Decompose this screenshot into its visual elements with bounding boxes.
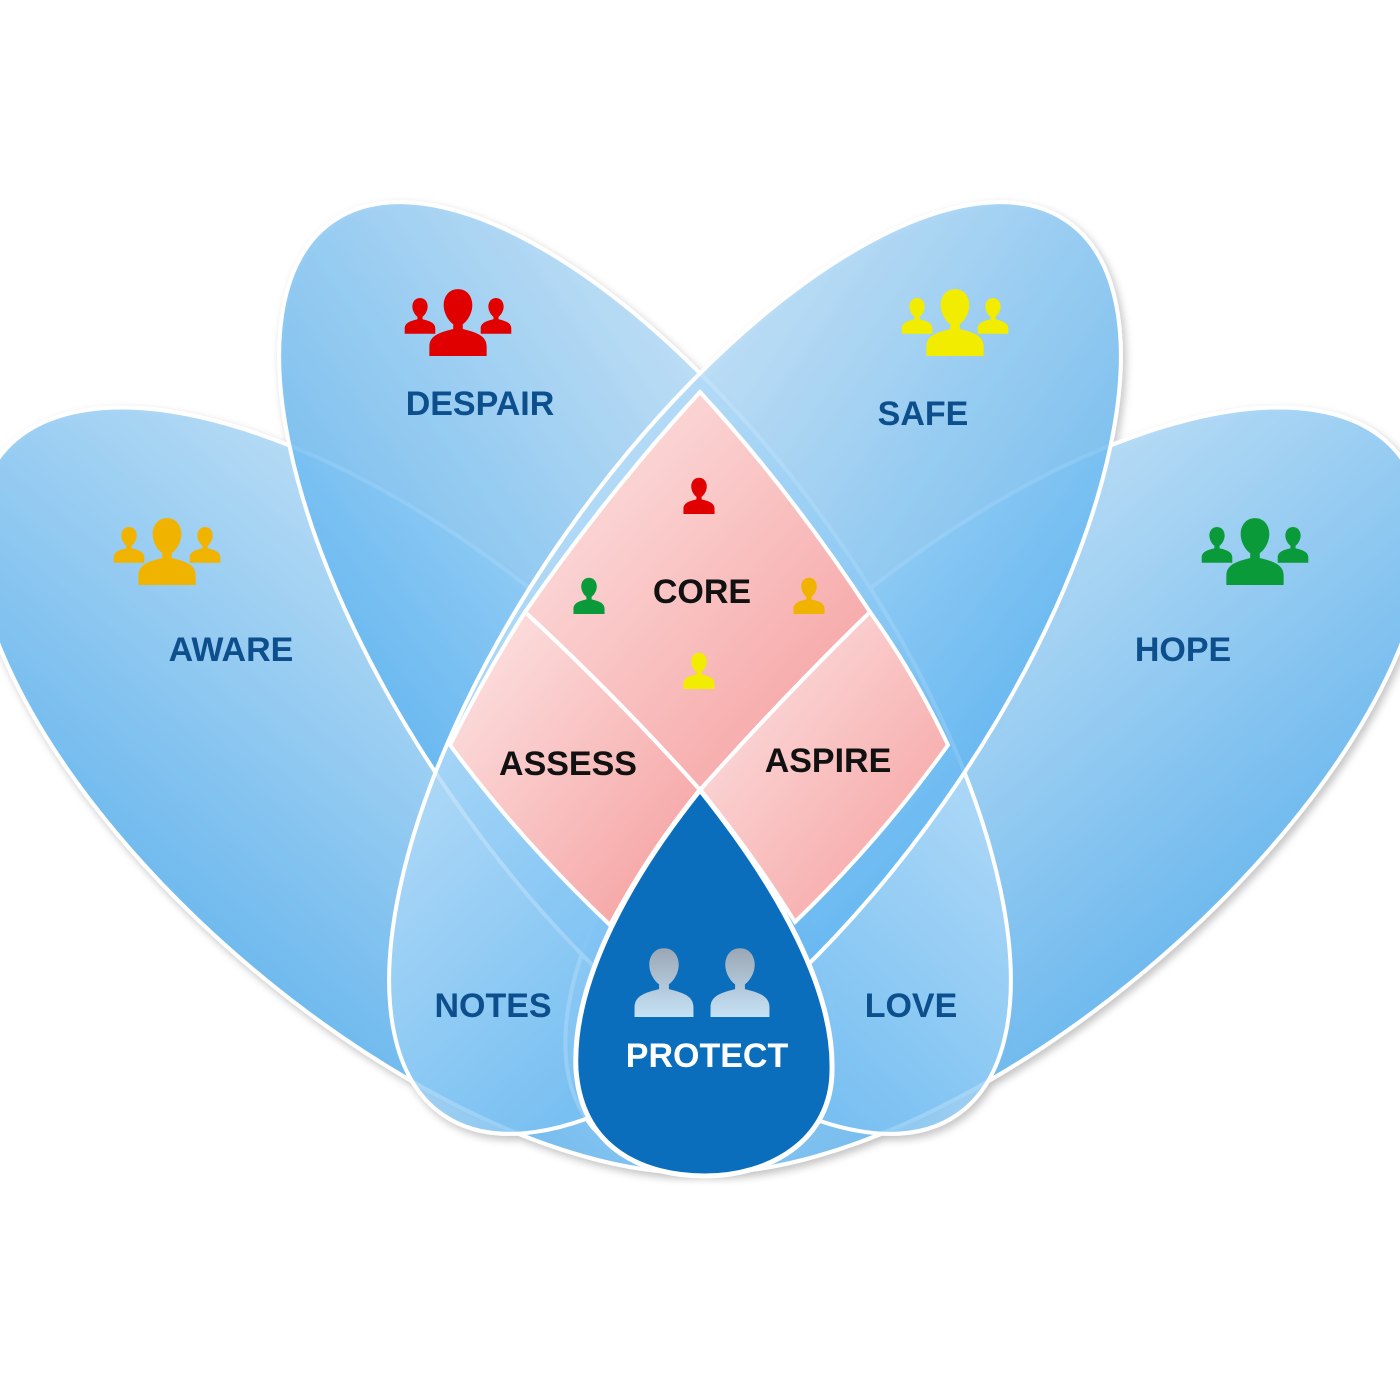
- region-aspire: [697, 608, 951, 926]
- label-core: CORE: [653, 573, 751, 611]
- label-aspire: ASPIRE: [765, 742, 892, 780]
- label-aware: AWARE: [169, 631, 294, 669]
- label-love: LOVE: [865, 987, 958, 1025]
- label-protect: PROTECT: [626, 1037, 789, 1075]
- label-safe: SAFE: [878, 395, 969, 433]
- label-despair: DESPAIR: [406, 385, 555, 423]
- region-protect: [573, 785, 835, 1179]
- label-notes: NOTES: [434, 987, 551, 1025]
- label-assess: ASSESS: [499, 745, 637, 783]
- label-hope: HOPE: [1135, 631, 1231, 669]
